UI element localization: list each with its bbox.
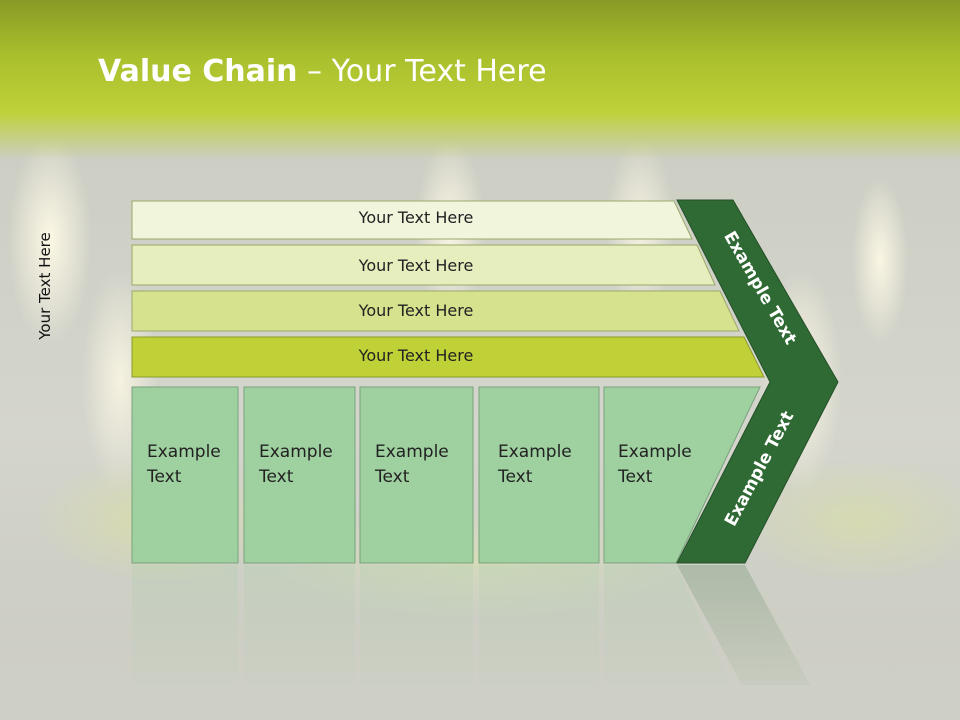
cell-2-label: Example Text — [259, 440, 333, 490]
bar-3 — [131, 290, 740, 332]
cell-3-label: Example Text — [375, 440, 449, 490]
bar-1 — [131, 200, 693, 240]
cell-5-label: Example Text — [618, 440, 692, 490]
bar-4 — [131, 336, 765, 378]
cell-3-line1: Example — [375, 442, 449, 462]
cell-2 — [243, 386, 356, 564]
cell-1-line2: Text — [147, 467, 182, 487]
cell-5-line1: Example — [618, 442, 692, 462]
title-bold: Value Chain — [98, 54, 298, 89]
bar-3-label: Your Text Here — [358, 301, 474, 320]
cell-4 — [478, 386, 600, 564]
bar-1-label: Your Text Here — [358, 208, 474, 227]
bar-2-label: Your Text Here — [358, 256, 474, 275]
cell-3-line2: Text — [375, 467, 410, 487]
cell-1-line1: Example — [147, 442, 221, 462]
cell-4-line2: Text — [498, 467, 533, 487]
cell-4-label: Example Text — [498, 440, 572, 490]
cell-2-line1: Example — [259, 442, 333, 462]
cell-5-line2: Text — [618, 467, 653, 487]
slide-title: Value Chain – Your Text Here — [98, 54, 547, 89]
cell-5 — [603, 386, 761, 564]
chevron-arrow — [676, 199, 839, 564]
cell-3 — [359, 386, 474, 564]
cell-4-line1: Example — [498, 442, 572, 462]
cell-1-label: Example Text — [147, 440, 221, 490]
cell-1 — [131, 386, 239, 564]
bar-2 — [131, 244, 716, 286]
cell-2-line2: Text — [259, 467, 294, 487]
bar-4-label: Your Text Here — [358, 346, 474, 365]
header-band — [0, 0, 960, 160]
title-rest: – Your Text Here — [297, 54, 547, 89]
reflection-fade — [0, 565, 960, 720]
